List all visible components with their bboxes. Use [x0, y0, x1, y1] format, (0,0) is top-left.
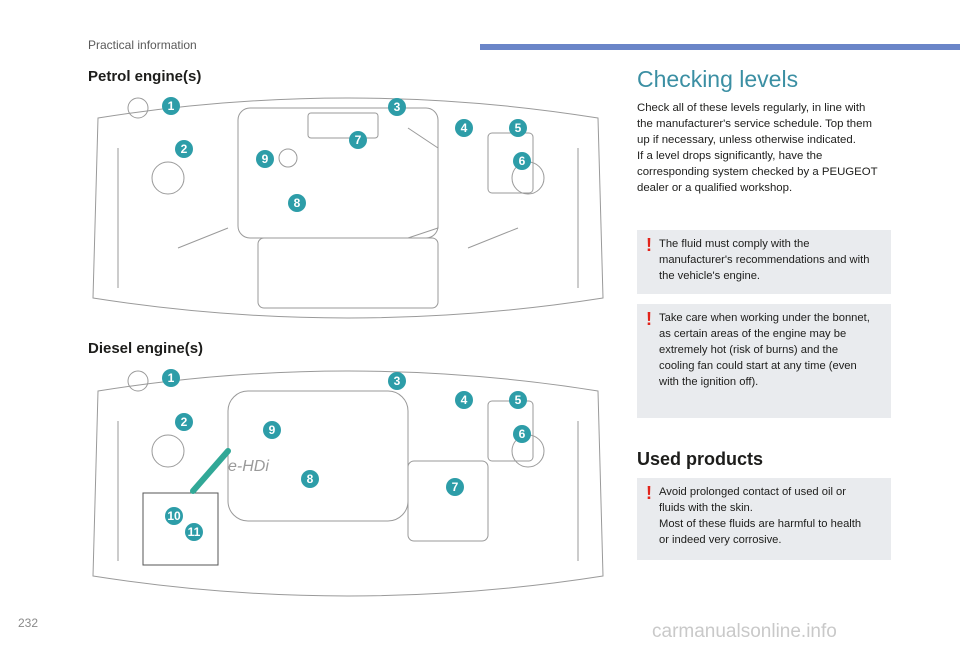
- diesel-engine-diagram: e-HDi 1 2 3 4 5 6 7 8 9 10 11: [92, 369, 604, 597]
- svg-text:1: 1: [168, 99, 175, 113]
- svg-text:4: 4: [461, 121, 468, 135]
- page-number: 232: [18, 616, 39, 630]
- svg-text:11: 11: [188, 525, 201, 539]
- bonnet-safety-text: Take care when working under the bonnet,…: [659, 310, 883, 390]
- callout-marker-8: 8: [288, 194, 306, 212]
- warning-exclamation-icon: !: [646, 309, 652, 329]
- callout-marker-11: 11: [185, 523, 203, 541]
- svg-text:2: 2: [181, 415, 188, 429]
- fluid-note-line: manufacturer's recommendations and with: [659, 254, 870, 266]
- used-note-line: Most of these fluids are harmful to heal…: [659, 518, 862, 530]
- svg-text:6: 6: [519, 427, 526, 441]
- e-hdi-cover-label: e-HDi: [228, 458, 269, 475]
- callout-marker-5: 5: [509, 391, 527, 409]
- callout-marker-2: 2: [175, 140, 193, 158]
- svg-text:6: 6: [519, 154, 526, 168]
- warning-exclamation-icon: !: [646, 483, 652, 503]
- used-products-text: Avoid prolonged contact of used oil or fl…: [659, 484, 883, 548]
- fluid-note-line: The fluid must comply with the: [659, 238, 810, 250]
- svg-text:3: 3: [394, 100, 401, 114]
- intro-line: corresponding system checked by a PEUGEO…: [637, 166, 878, 178]
- fluid-compliance-text: The fluid must comply with the manufactur…: [659, 236, 883, 284]
- callout-marker-6: 6: [513, 152, 531, 170]
- used-note-line: or indeed very corrosive.: [659, 534, 782, 546]
- intro-paragraph: Check all of these levels regularly, in …: [637, 100, 897, 196]
- callout-marker-3: 3: [388, 372, 406, 390]
- used-note-line: fluids with the skin.: [659, 502, 753, 514]
- petrol-markers: 1 2 3 4 5 6 7 8 9: [162, 97, 531, 212]
- bonnet-note-line: cooling fan could start at any time (eve…: [659, 360, 857, 372]
- svg-text:9: 9: [262, 152, 269, 166]
- petrol-engine-title: Petrol engine(s): [88, 68, 202, 85]
- svg-text:10: 10: [167, 509, 181, 523]
- checking-levels-title: Checking levels: [637, 66, 799, 92]
- intro-line: Check all of these levels regularly, in …: [637, 102, 866, 114]
- callout-marker-6: 6: [513, 425, 531, 443]
- used-products-title: Used products: [637, 449, 764, 469]
- bonnet-safety-note: ! Take care when working under the bonne…: [637, 304, 891, 418]
- header-accent-bar: [480, 44, 960, 50]
- callout-marker-4: 4: [455, 391, 473, 409]
- section-label: Practical information: [88, 38, 197, 52]
- watermark: carmanualsonline.info: [652, 621, 837, 642]
- used-products-note: ! Avoid prolonged contact of used oil or…: [637, 478, 891, 560]
- svg-text:7: 7: [355, 133, 362, 147]
- petrol-engine-diagram: 1 2 3 4 5 6 7 8 9: [92, 97, 604, 319]
- intro-line: dealer or a qualified workshop.: [637, 182, 793, 194]
- callout-marker-7: 7: [446, 478, 464, 496]
- svg-text:1: 1: [168, 371, 175, 385]
- callout-marker-1: 1: [162, 369, 180, 387]
- used-note-line: Avoid prolonged contact of used oil or: [659, 486, 846, 498]
- callout-marker-7: 7: [349, 131, 367, 149]
- svg-text:8: 8: [294, 196, 301, 210]
- callout-marker-2: 2: [175, 413, 193, 431]
- callout-marker-3: 3: [388, 98, 406, 116]
- callout-marker-10: 10: [165, 507, 183, 525]
- callout-marker-9: 9: [263, 421, 281, 439]
- diesel-engine-title: Diesel engine(s): [88, 340, 204, 357]
- svg-text:8: 8: [307, 472, 314, 486]
- callout-marker-4: 4: [455, 119, 473, 137]
- bonnet-note-line: as certain areas of the engine may be: [659, 328, 847, 340]
- intro-line: up if necessary, unless otherwise indica…: [637, 134, 856, 146]
- warning-exclamation-icon: !: [646, 235, 652, 255]
- callout-marker-1: 1: [162, 97, 180, 115]
- callout-marker-5: 5: [509, 119, 527, 137]
- bonnet-note-line: extremely hot (risk of burns) and the: [659, 344, 839, 356]
- intro-line: the manufacturer's service schedule. Top…: [637, 118, 872, 130]
- callout-marker-8: 8: [301, 470, 319, 488]
- svg-text:7: 7: [452, 480, 459, 494]
- svg-text:5: 5: [515, 393, 522, 407]
- svg-text:2: 2: [181, 142, 188, 156]
- fluid-note-line: the vehicle's engine.: [659, 270, 761, 282]
- callout-marker-9: 9: [256, 150, 274, 168]
- svg-text:5: 5: [515, 121, 522, 135]
- bonnet-note-line: with the ignition off).: [659, 376, 759, 388]
- svg-text:4: 4: [461, 393, 468, 407]
- fluid-compliance-note: ! The fluid must comply with the manufact…: [637, 230, 891, 294]
- svg-text:9: 9: [269, 423, 276, 437]
- svg-text:3: 3: [394, 374, 401, 388]
- intro-line: If a level drops significantly, have the: [637, 150, 823, 162]
- diesel-markers: 1 2 3 4 5 6 7 8 9 10 11: [162, 369, 531, 541]
- bonnet-note-line: Take care when working under the bonnet,: [659, 312, 870, 324]
